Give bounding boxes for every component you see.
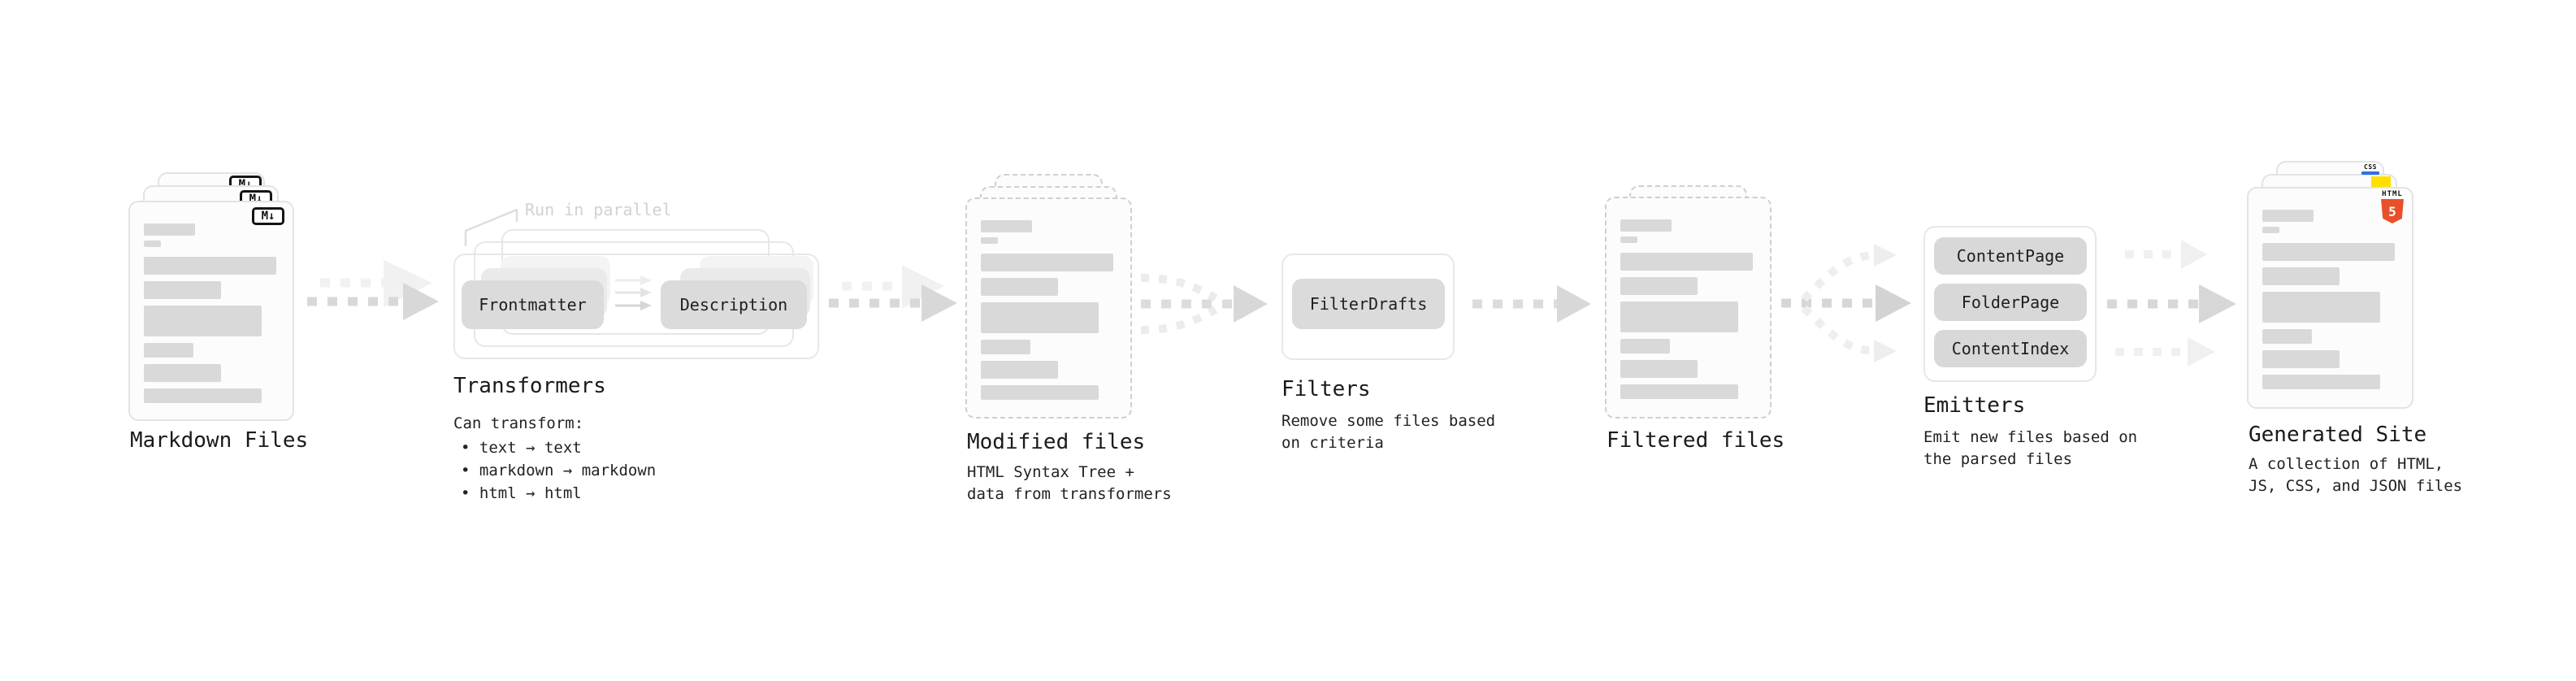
placeholder-bar	[144, 241, 161, 247]
html5-icon-number: 5	[2388, 203, 2396, 219]
arrow-filtered-to-emitters	[1781, 244, 1911, 362]
placeholder-bar	[144, 388, 262, 403]
file-content-placeholder	[2262, 210, 2395, 389]
placeholder-bar	[1620, 360, 1698, 378]
arrow-filters-to-filtered	[1472, 285, 1591, 323]
placeholder-bar	[981, 361, 1058, 379]
placeholder-bar	[981, 254, 1113, 271]
placeholder-bar	[144, 257, 276, 275]
placeholder-bar	[1620, 301, 1738, 332]
placeholder-bar	[981, 302, 1099, 333]
placeholder-bar	[981, 278, 1058, 296]
bullet-item: • markdown → markdown	[461, 462, 657, 479]
node-title-markdown-files: Markdown Files	[130, 428, 309, 453]
placeholder-bar	[1620, 277, 1698, 295]
placeholder-bar	[981, 340, 1030, 354]
markdown-icon-glyph: M↓	[261, 210, 275, 223]
emitter-pill-folderpage: FolderPage	[1934, 284, 2087, 321]
placeholder-bar	[144, 281, 221, 299]
node-title-filters: Filters	[1281, 377, 1371, 401]
file-content-placeholder	[981, 220, 1113, 400]
placeholder-bar	[2262, 375, 2380, 389]
filter-pill-filterdrafts: FilterDrafts	[1292, 279, 1445, 329]
placeholder-bar	[144, 306, 262, 336]
placeholder-bar	[2262, 267, 2340, 285]
js-icon	[2371, 176, 2391, 189]
placeholder-bar	[1620, 253, 1753, 271]
run-in-parallel-annotation: Run in parallel	[525, 200, 672, 219]
transformer-pill-description: Description	[661, 280, 807, 329]
emitters-box	[1923, 226, 2097, 382]
placeholder-bar	[144, 343, 193, 358]
transformer-pill-frontmatter: Frontmatter	[462, 280, 604, 329]
html5-icon-label: HTML	[2382, 190, 2403, 198]
node-description: Remove some files based on criteria	[1281, 412, 1496, 452]
placeholder-bar	[144, 364, 221, 382]
transformers-bullet-list: • text → text • markdown → markdown • ht…	[461, 436, 656, 505]
node-title-transformers: Transformers	[453, 374, 606, 398]
node-title-generated-site: Generated Site	[2249, 423, 2427, 447]
node-description: A collection of HTML, JS, CSS, and JSON …	[2249, 455, 2463, 495]
emitter-pill-contentindex: ContentIndex	[1934, 330, 2087, 367]
css-icon-label: CSS	[2364, 163, 2377, 171]
css-icon: CSS	[2361, 163, 2379, 175]
placeholder-bar	[981, 237, 998, 244]
node-description: HTML Syntax Tree + data from transformer…	[967, 463, 1172, 503]
placeholder-bar	[2262, 227, 2279, 233]
arrow-modified-to-filters	[1140, 274, 1268, 334]
placeholder-bar	[1620, 339, 1670, 354]
filters-box	[1281, 254, 1455, 360]
node-title-emitters: Emitters	[1923, 393, 2026, 418]
node-description: Emit new files based on the parsed files	[1923, 428, 2138, 468]
placeholder-bar	[2262, 350, 2340, 368]
html5-icon-shield: 5	[2381, 199, 2404, 223]
markdown-icon: M↓	[252, 207, 284, 225]
file-content-placeholder	[144, 223, 276, 403]
emitter-pill-contentpage: ContentPage	[1934, 237, 2087, 275]
node-description: Can transform:	[453, 414, 584, 432]
bullet-item: • text → text	[461, 439, 582, 457]
placeholder-bar	[144, 223, 195, 236]
placeholder-bar	[981, 385, 1099, 400]
html5-icon: HTML 5	[2378, 190, 2407, 223]
placeholder-bar	[2262, 210, 2314, 222]
placeholder-bar	[2262, 243, 2395, 261]
placeholder-bar	[981, 220, 1032, 232]
placeholder-bar	[1620, 236, 1637, 243]
placeholder-bar	[2262, 329, 2312, 344]
arrow-transformers-to-modified	[829, 265, 957, 322]
arrows-emitters-to-generated	[2107, 240, 2236, 367]
transformer-box	[453, 254, 819, 359]
css-icon-bar	[2361, 171, 2379, 175]
placeholder-bar	[2262, 292, 2380, 323]
bullet-item: • html → html	[461, 484, 582, 502]
arrow-markdown-to-transformers	[307, 260, 439, 320]
placeholder-bar	[1620, 219, 1672, 232]
node-title-filtered-files: Filtered files	[1607, 428, 1785, 453]
file-content-placeholder	[1620, 219, 1753, 399]
placeholder-bar	[1620, 384, 1738, 399]
node-title-modified-files: Modified files	[967, 430, 1146, 454]
